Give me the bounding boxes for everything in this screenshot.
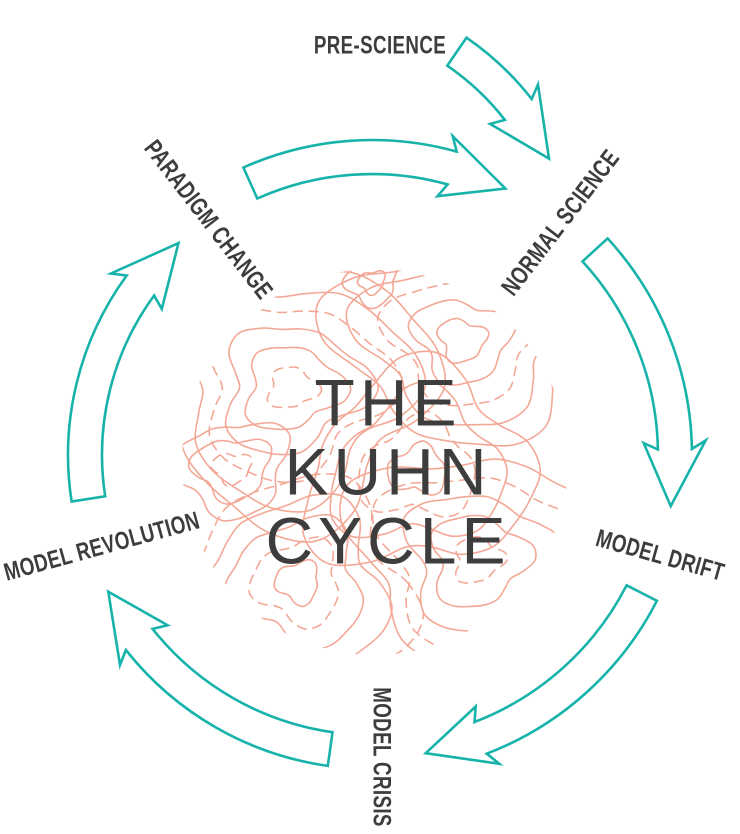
contour-line (339, 458, 568, 655)
contour-line (341, 269, 399, 310)
contour-line (203, 308, 405, 484)
arrow-normal-science-to-model-drift (580, 236, 710, 510)
contour-pattern (182, 269, 568, 655)
contour-line (182, 289, 427, 513)
contour-line (435, 317, 490, 364)
contour-line (329, 380, 508, 539)
arrow-pre-science-to-normal-science (445, 35, 551, 162)
arrow-model-revolution-to-paradigm-change (66, 240, 181, 503)
arrow-model-crisis-to-model-revolution (106, 589, 334, 768)
contour-line (407, 299, 517, 386)
contour-line (357, 410, 476, 518)
stage-label-model-crisis: MODEL CRISIS (367, 687, 396, 827)
contour-line (210, 452, 253, 488)
contour-line (302, 350, 542, 567)
contour-line (248, 536, 340, 630)
stage-label-pre-science: PRE-SCIENCE (313, 31, 447, 60)
contour-line (182, 421, 292, 522)
contour-line (224, 327, 380, 456)
diagram-title-line2: CYCLE (265, 503, 511, 578)
contour-line (187, 438, 273, 505)
arrow-model-drift-to-model-crisis (422, 583, 659, 766)
diagram-title: THE KUHN CYCLE (212, 365, 564, 578)
contour-line (386, 440, 447, 496)
contour-line (454, 536, 509, 584)
contour-line (244, 346, 352, 431)
arrow-paradigm-change-to-normal-science (241, 131, 509, 201)
contour-line (273, 558, 319, 608)
contour-line (430, 514, 537, 608)
contour-line (356, 270, 387, 297)
diagram-title-line1: THE KUHN (284, 365, 492, 509)
contour-line (221, 513, 365, 651)
